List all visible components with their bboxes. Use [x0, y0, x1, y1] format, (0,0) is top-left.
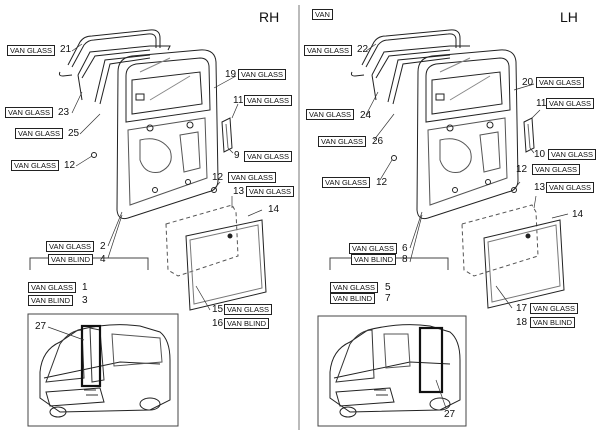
lh-callout-number-10: 10 [534, 149, 546, 160]
rh-van-glass-label-2: VAN GLASS [46, 241, 94, 252]
lh-callout-number-6: 6 [402, 243, 408, 254]
rh-callout-number-1: 1 [82, 282, 88, 293]
lh-van-glass-label-6: VAN GLASS [349, 243, 397, 254]
lh-door-panel [416, 49, 519, 220]
lh-callout-number-12b: 12 [516, 164, 528, 175]
rh-glass-25 [94, 54, 151, 105]
lh-van-blind-label-18: VAN BLIND [530, 317, 576, 328]
lh-callout-number-13: 13 [534, 182, 546, 193]
rh-callout-number-25: 25 [68, 128, 80, 139]
rh-van-glass-label-12: VAN GLASS [11, 160, 59, 171]
lh-van-glass-label-26: VAN GLASS [318, 136, 366, 147]
rh-window-seal-21 [58, 29, 161, 77]
lh-callout-number-18: 18 [516, 317, 528, 328]
rh-callout-number-16: 16 [212, 318, 224, 329]
lh-callout-number-17: 17 [516, 303, 528, 314]
lh-side-title: LH [560, 9, 578, 25]
lh-van-inset [317, 315, 467, 427]
rh-window-frame-23 [77, 45, 171, 101]
lh-callout-number-7: 7 [385, 293, 391, 304]
variant-tag-van: VAN [312, 9, 333, 20]
lh-callout-number-20: 20 [522, 77, 534, 88]
lh-callout-number-22: 22 [357, 44, 369, 55]
rh-callout-number-3: 3 [82, 295, 88, 306]
rh-clip-12b [211, 187, 217, 193]
rh-leader-lines [47, 43, 263, 341]
lh-van-glass-label-20: VAN GLASS [536, 77, 584, 88]
lh-guide-rail-10 [523, 117, 535, 153]
lh-van-glass-label-10: VAN GLASS [548, 149, 596, 160]
rh-callout-number-23: 23 [58, 107, 70, 118]
rh-callout-number-27: 27 [35, 321, 47, 332]
rh-callout-number-4: 4 [100, 254, 106, 265]
lh-callout-number-24: 24 [360, 110, 372, 121]
lh-van-glass-label-24: VAN GLASS [306, 109, 354, 120]
lh-van-glass-label-12b: VAN GLASS [532, 164, 580, 175]
rh-clip-12 [91, 152, 97, 158]
rh-van-glass-label-1: VAN GLASS [28, 282, 76, 293]
rh-callout-number-12b: 12 [212, 172, 224, 183]
rh-van-glass-label-11: VAN GLASS [244, 95, 292, 106]
rh-van-blind-label-4: VAN BLIND [48, 254, 94, 265]
rh-van-glass-label-12b: VAN GLASS [228, 172, 276, 183]
rh-callout-number-21: 21 [60, 44, 72, 55]
lh-van-blind-label-8: VAN BLIND [351, 254, 397, 265]
lh-van-glass-label-11: VAN GLASS [546, 98, 594, 109]
rh-van-glass-label-15: VAN GLASS [224, 304, 272, 315]
rh-van-blind-label-3: VAN BLIND [28, 295, 74, 306]
lh-callout-number-12: 12 [376, 177, 388, 188]
lh-callout-number-5: 5 [385, 282, 391, 293]
lh-callout-number-14: 14 [572, 209, 584, 220]
rh-callout-number-14: 14 [268, 204, 280, 215]
rh-side-title: RH [259, 9, 280, 25]
lh-clip-12b [511, 187, 517, 193]
rh-van-blind-label-16: VAN BLIND [224, 318, 270, 329]
lh-callout-number-8: 8 [402, 254, 408, 265]
rh-callout-number-2: 2 [100, 241, 106, 252]
rh-guide-rail-9 [221, 117, 233, 153]
lh-window-frame-24 [371, 45, 470, 101]
rh-callout-number-15: 15 [212, 304, 224, 315]
rh-van-glass-label-9: VAN GLASS [244, 151, 292, 162]
lh-van-blind-label-7: VAN BLIND [330, 293, 376, 304]
rh-van-glass-label-13: VAN GLASS [246, 186, 294, 197]
lh-van-glass-label-22: VAN GLASS [304, 45, 352, 56]
rh-van-glass-label-25: VAN GLASS [15, 128, 63, 139]
lh-blind-panel-14 [483, 219, 565, 309]
lh-glass-26 [387, 54, 451, 105]
lh-callout-number-27: 27 [444, 409, 456, 420]
lh-van-glass-label-12: VAN GLASS [322, 177, 370, 188]
rh-callout-number-9: 9 [234, 150, 240, 161]
lh-van-glass-label-13: VAN GLASS [546, 182, 594, 193]
lh-van-glass-label-17: VAN GLASS [530, 303, 578, 314]
lh-window-seal-22 [350, 29, 461, 77]
lh-clip-12 [391, 155, 397, 161]
rh-van-glass-label-21: VAN GLASS [7, 45, 55, 56]
rh-callout-number-13: 13 [233, 186, 245, 197]
rh-van-glass-label-23: VAN GLASS [5, 107, 53, 118]
lh-trim-panel [461, 204, 539, 277]
lh-van-glass-label-5: VAN GLASS [330, 282, 378, 293]
rh-door-panel [116, 49, 219, 220]
rh-callout-number-12: 12 [64, 160, 76, 171]
rh-callout-number-19: 19 [225, 69, 237, 80]
rh-trim-panel [165, 204, 239, 277]
rh-blind-panel-14 [185, 219, 267, 311]
rh-van-inset [27, 313, 179, 427]
lh-leader-lines [365, 43, 569, 409]
rh-callout-number-11: 11 [233, 95, 244, 106]
lh-callout-number-11: 11 [536, 98, 547, 109]
rh-van-glass-label-19: VAN GLASS [238, 69, 286, 80]
lh-callout-number-26: 26 [372, 136, 384, 147]
